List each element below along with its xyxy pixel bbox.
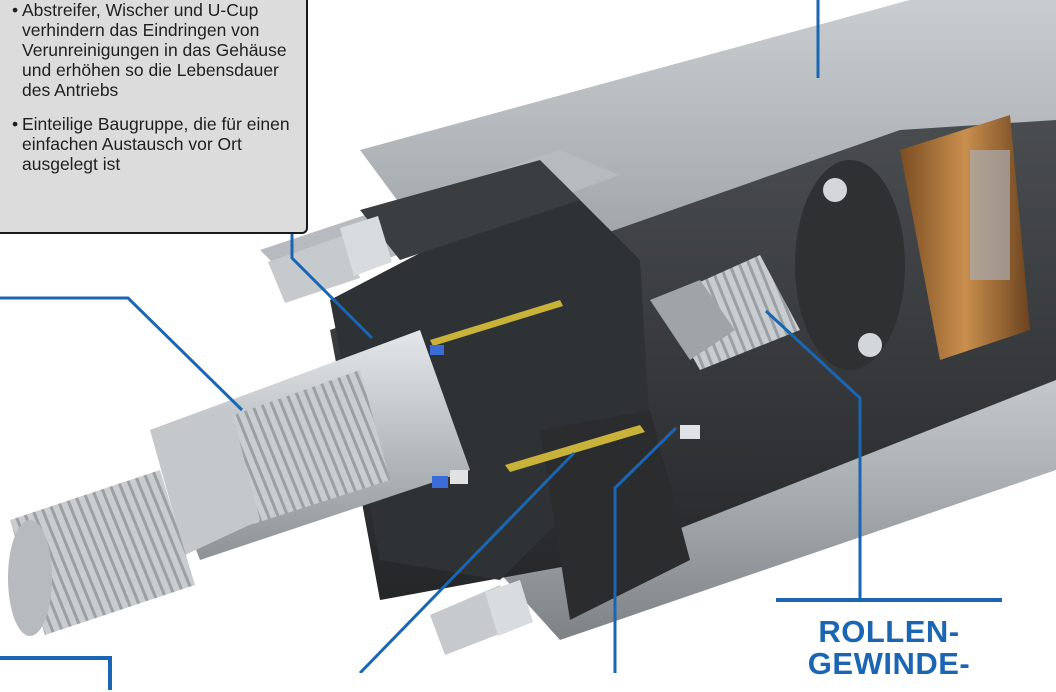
label-line-1: ROLLEN- bbox=[818, 614, 960, 649]
callout-bullet-text: Einteilige Baugruppe, die für einen einf… bbox=[22, 114, 290, 174]
leader-seal bbox=[358, 451, 576, 673]
rod-thread-end bbox=[10, 470, 195, 635]
leader-rod bbox=[0, 296, 244, 412]
callout-bullet-2: • Einteilige Baugruppe, die für einen ei… bbox=[12, 114, 296, 174]
bullet-marker: • bbox=[12, 114, 19, 134]
leader-lines bbox=[0, 0, 862, 673]
rod-hex bbox=[150, 405, 260, 555]
leader-roller-screw bbox=[764, 309, 862, 600]
nut-flange bbox=[795, 160, 905, 370]
corner-label-box bbox=[0, 656, 112, 690]
callout-bullet-1: • Abstreifer, Wischer und U-Cup verhinde… bbox=[12, 0, 296, 100]
leader-wiper bbox=[290, 225, 374, 340]
actuator-cutaway-illustration bbox=[0, 0, 1056, 673]
callout-bullet-text: Abstreifer, Wischer und U-Cup verhindern… bbox=[22, 0, 287, 100]
leader-cap bbox=[613, 426, 678, 673]
tie-rod-end-top bbox=[268, 235, 360, 303]
bullet-marker: • bbox=[12, 0, 19, 20]
roller-screw-label-box: ROLLEN- GEWINDE- bbox=[776, 598, 1002, 692]
screw-hex-nut bbox=[650, 280, 735, 360]
feature-callout-box: • Abstreifer, Wischer und U-Cup verhinde… bbox=[0, 0, 308, 234]
label-line-2: GEWINDE- bbox=[807, 646, 971, 681]
